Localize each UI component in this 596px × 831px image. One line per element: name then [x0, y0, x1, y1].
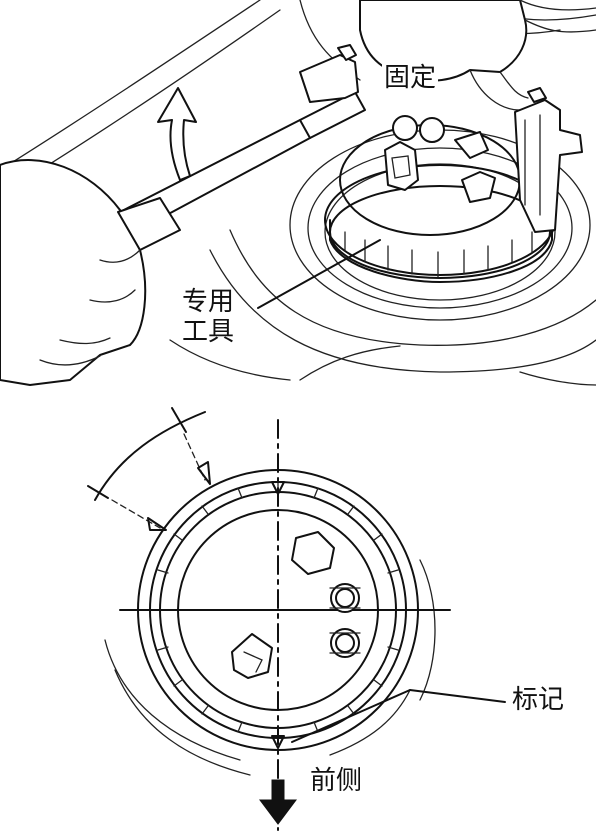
bottom-illustration: [87, 407, 506, 831]
top-illustration: [0, 0, 596, 386]
label-mark: 标记: [512, 685, 565, 715]
label-special-tool-line1: 专用: [182, 287, 235, 317]
rotation-arrow-icon: [157, 87, 197, 181]
label-special-tool-line2: 工具: [182, 316, 235, 347]
label-front-side: 前侧: [310, 766, 363, 796]
down-arrow-icon: [259, 779, 297, 825]
label-fixed: 固定: [382, 63, 439, 94]
label-special-tool: 专用 工具: [182, 287, 235, 348]
